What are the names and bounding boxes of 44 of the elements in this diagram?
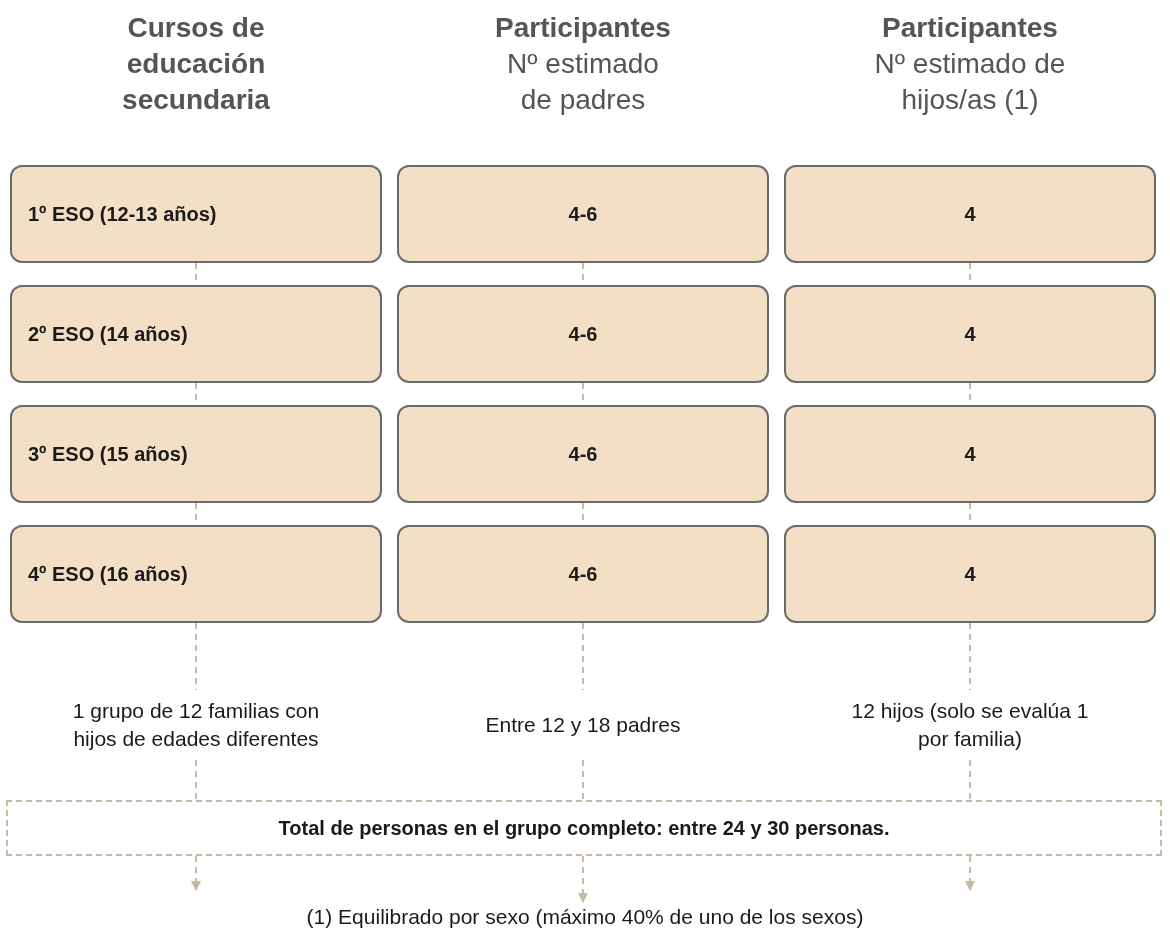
process-box [397, 165, 769, 263]
note-text: 12 hijos (solo se evalúa 1 por familia) [850, 698, 1090, 752]
box-label: 4º ESO (16 años) [28, 562, 188, 587]
box-label: 2º ESO (14 años) [28, 322, 188, 347]
box-label: 4 [964, 442, 976, 467]
connector-line [582, 622, 584, 691]
connector-line [969, 622, 971, 691]
note-text: 1 grupo de 12 familias con hijos de edades diferentes [71, 698, 321, 752]
column-heading: Participantes [494, 11, 672, 45]
box-label: 3º ESO (15 años) [28, 442, 188, 467]
column-heading: Participantes [881, 11, 1059, 45]
process-box [397, 525, 769, 623]
process-box [397, 285, 769, 383]
connector-line [969, 759, 971, 801]
connector-line [582, 759, 584, 801]
process-box [397, 405, 769, 503]
process-box [784, 405, 1156, 503]
box-label: 4-6 [568, 322, 598, 347]
box-label: 4 [964, 322, 976, 347]
arrow [965, 855, 975, 891]
column-heading: Cursos de educación secundaria [121, 11, 271, 117]
process-box [784, 285, 1156, 383]
connector-line [195, 622, 197, 691]
total-box [6, 800, 1162, 856]
process-box [784, 525, 1156, 623]
note-text: (1) Equilibrado por sexo (máximo 40% de uno de los sexos) [306, 904, 864, 930]
arrow [578, 855, 588, 903]
process-box [784, 165, 1156, 263]
process-box [10, 405, 382, 503]
box-label: 4-6 [568, 442, 598, 467]
box-label: 4-6 [568, 562, 598, 587]
note-text: Entre 12 y 18 padres [485, 712, 681, 738]
process-box [10, 525, 382, 623]
column-heading: Nº estimado de padres [506, 47, 660, 117]
arrow [191, 855, 201, 891]
box-label: 4-6 [568, 202, 598, 227]
box-label: 4 [964, 562, 976, 587]
box-label: 4 [964, 202, 976, 227]
connector-line [195, 759, 197, 801]
process-box [10, 285, 382, 383]
box-label: Total de personas en el grupo completo: entre 24 y 30 personas. [278, 816, 890, 841]
box-label: 1º ESO (12-13 años) [28, 202, 217, 227]
process-box [10, 165, 382, 263]
column-heading: Nº estimado de hijos/as (1) [873, 47, 1067, 117]
